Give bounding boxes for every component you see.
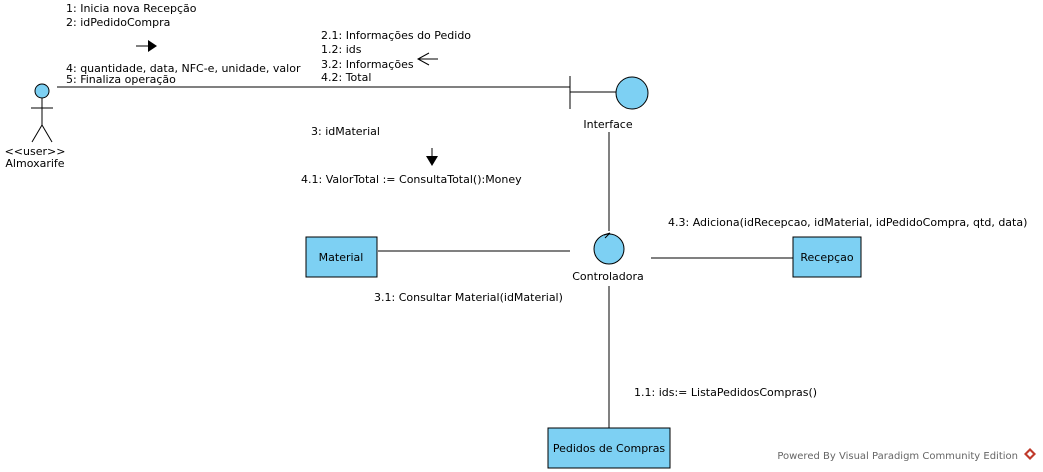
message-5: 5: Finaliza operação — [66, 73, 176, 86]
boundary-interface[interactable]: Interface — [569, 76, 649, 131]
arrow-down-icon — [426, 148, 438, 166]
entity-pedidos-name: Pedidos de Compras — [553, 442, 666, 455]
actor-head-icon — [34, 83, 50, 99]
arrow-right-icon — [136, 40, 157, 52]
footer-text: Powered By Visual Paradigm Community Edi… — [777, 451, 1018, 462]
message-2-1: 2.1: Informações do Pedido — [321, 29, 471, 42]
message-1-2: 1.2: ids — [321, 43, 362, 56]
entity-recepcao-name: Recepçao — [800, 251, 854, 264]
message-1-1: 1.1: ids:= ListaPedidosCompras() — [634, 386, 817, 399]
message-3: 3: idMaterial — [311, 125, 380, 138]
control-controladora[interactable]: Controladora — [572, 232, 644, 283]
entity-material[interactable]: Material — [305, 236, 378, 278]
actor-name: Almoxarife — [5, 157, 64, 170]
control-circle-icon — [593, 233, 625, 265]
actor-almoxarife[interactable]: <<user>> Almoxarife — [5, 83, 66, 170]
visual-paradigm-logo-icon — [1024, 448, 1036, 460]
message-4-2: 4.2: Total — [321, 71, 371, 84]
message-4-1: 4.1: ValorTotal := ConsultaTotal():Money — [301, 173, 522, 186]
message-4: 4: quantidade, data, NFC-e, unidade, val… — [66, 62, 301, 75]
arrow-left-icon — [416, 52, 438, 66]
control-arrow-icon — [603, 232, 611, 239]
entity-recepcao-box — [792, 236, 862, 278]
entity-pedidos-box — [547, 427, 671, 469]
entity-material-name: Material — [319, 251, 364, 264]
message-3-1: 3.1: Consultar Material(idMaterial) — [374, 291, 563, 304]
entity-material-box — [305, 236, 378, 278]
message-2: 2: idPedidoCompra — [66, 16, 170, 29]
actor-stereotype: <<user>> — [5, 145, 66, 158]
message-4-3: 4.3: Adiciona(idRecepcao, idMaterial, id… — [668, 216, 1027, 229]
control-name: Controladora — [572, 270, 643, 283]
message-3-2: 3.2: Informações — [321, 58, 414, 71]
entity-recepcao[interactable]: Recepçao — [792, 236, 862, 278]
message-1: 1: Inicia nova Recepção — [66, 2, 197, 15]
boundary-name: Interface — [583, 118, 632, 131]
entity-pedidos[interactable]: Pedidos de Compras — [547, 427, 671, 469]
boundary-circle-icon — [615, 76, 649, 110]
